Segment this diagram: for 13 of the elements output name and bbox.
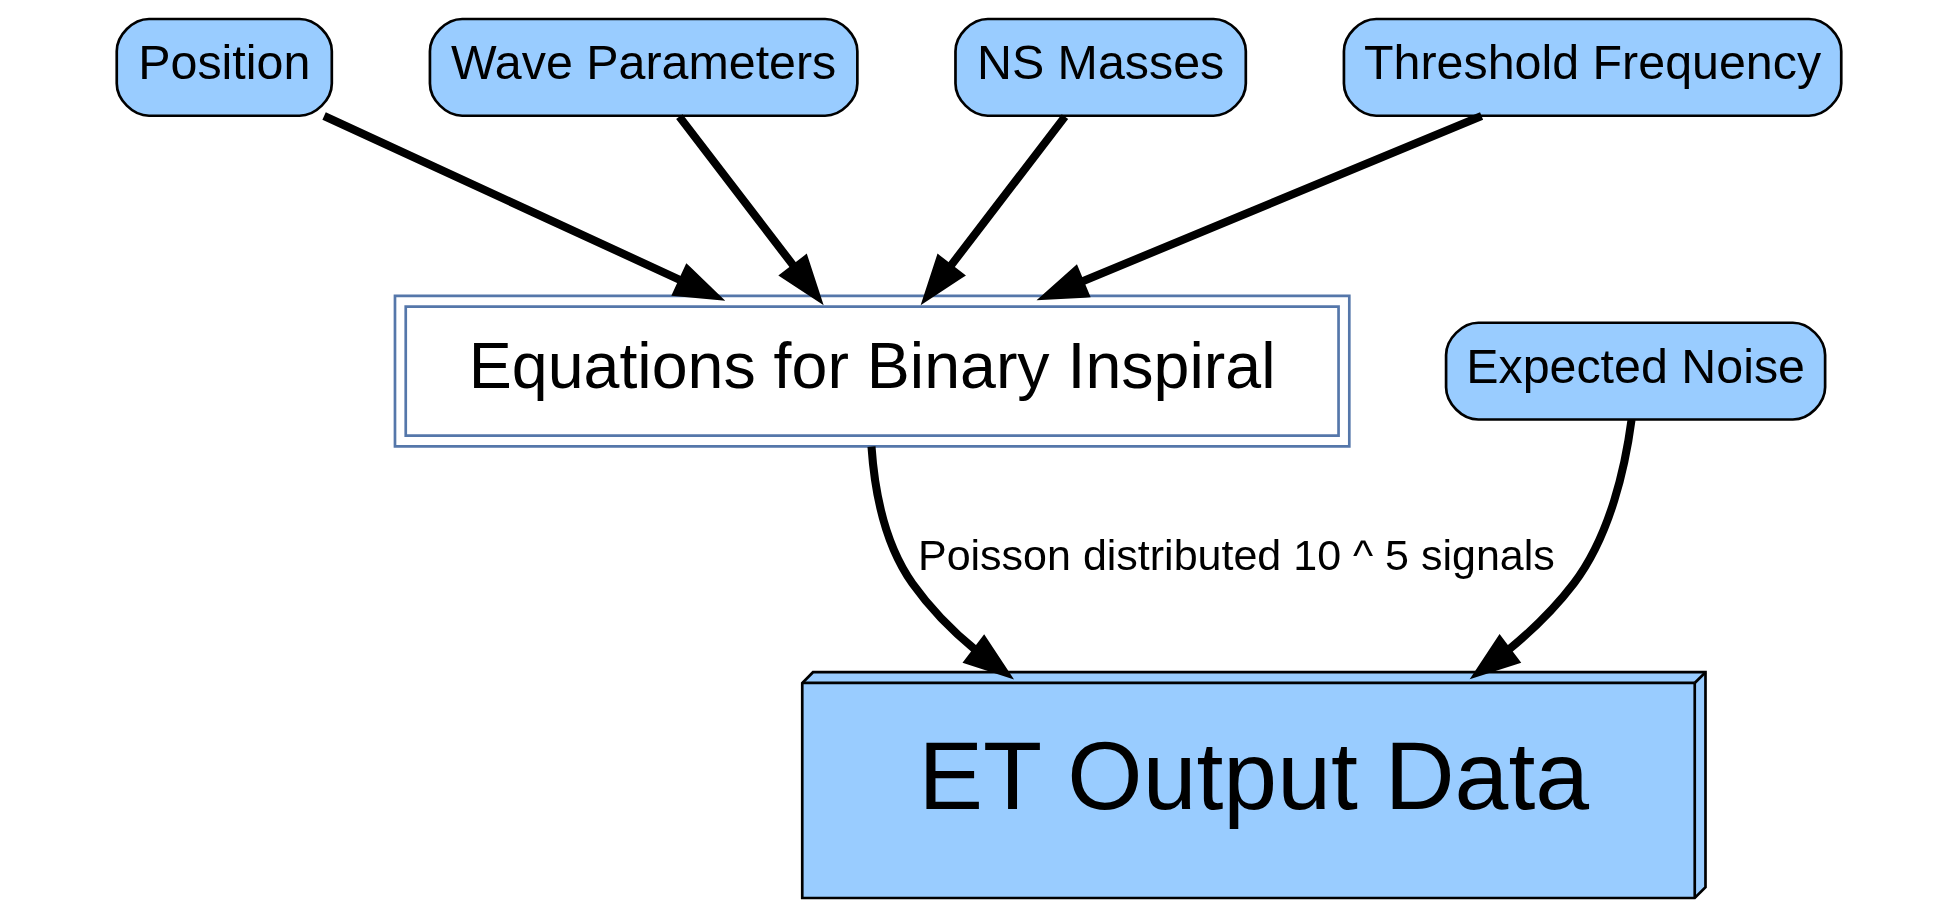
node-box: Position — [114, 17, 333, 118]
node-box: Threshold Frequency — [1342, 17, 1843, 118]
node-box: Expected Noise — [1444, 321, 1826, 421]
arrow — [1469, 419, 1636, 680]
arrow — [1036, 112, 1483, 301]
edge-label: Poisson distributed 10 ^ 5 signals — [917, 530, 1555, 579]
node-box: NS Masses — [953, 17, 1247, 118]
arrow — [867, 446, 1014, 680]
arrow — [321, 112, 725, 301]
arrow — [675, 114, 824, 306]
node-box: Wave Parameters — [428, 17, 859, 118]
arrow — [920, 114, 1068, 306]
node-box: Equations for Binary Inspiral — [393, 294, 1351, 448]
